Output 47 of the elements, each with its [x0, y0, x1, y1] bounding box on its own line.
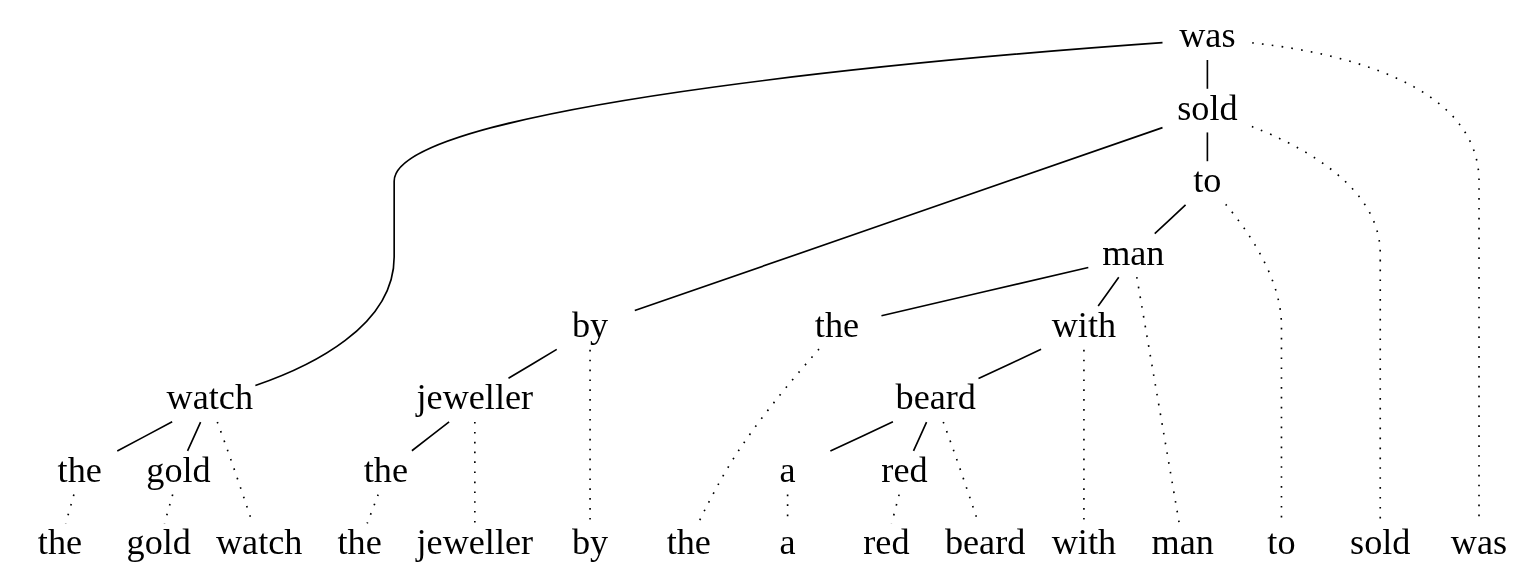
node-text: beard: [895, 377, 976, 418]
connector: [507, 348, 558, 380]
connector: [829, 420, 894, 452]
node-text: beard: [944, 522, 1026, 563]
node-text: man: [1151, 522, 1214, 563]
node-text: by: [571, 522, 609, 563]
connector: [1206, 59, 1209, 90]
connector: [880, 266, 1090, 317]
connector: [1206, 131, 1209, 163]
node-text: to: [1267, 522, 1296, 563]
node-text: gold: [126, 522, 191, 563]
node-text: red: [881, 449, 928, 490]
connector: [116, 420, 173, 452]
connector: [912, 421, 928, 452]
node-text: the: [37, 522, 83, 563]
node-text: the: [666, 522, 711, 563]
node-text: with: [1051, 304, 1117, 345]
node-text: red: [863, 522, 910, 563]
node-text: gold: [146, 449, 211, 490]
node-text: with: [1051, 522, 1117, 563]
node-text: was: [1179, 15, 1236, 56]
node-text: was: [1450, 522, 1508, 563]
connector: [186, 421, 202, 452]
node-text: by: [571, 304, 609, 345]
node-text: the: [363, 449, 409, 490]
connector: [1097, 276, 1120, 307]
node-text: jeweller: [416, 522, 534, 563]
connector: [977, 348, 1042, 380]
connector: [64, 493, 75, 525]
connector: [633, 126, 1164, 312]
node-text: watch: [166, 377, 254, 418]
connector: [411, 420, 450, 452]
connector: [254, 41, 1164, 387]
node-text: the: [57, 449, 102, 490]
node-text: sold: [1177, 87, 1238, 128]
node-text: sold: [1350, 522, 1411, 563]
node-text: the: [337, 522, 382, 563]
connector: [1153, 204, 1187, 235]
node-text: the: [814, 304, 860, 345]
node-text: watch: [215, 522, 303, 563]
node-text: jeweller: [416, 377, 534, 418]
connector: [366, 493, 379, 525]
node-text: to: [1193, 160, 1222, 201]
node-text: man: [1102, 232, 1165, 273]
connector: [1135, 276, 1180, 524]
node-text: a: [779, 449, 796, 490]
node-text: a: [779, 522, 796, 563]
